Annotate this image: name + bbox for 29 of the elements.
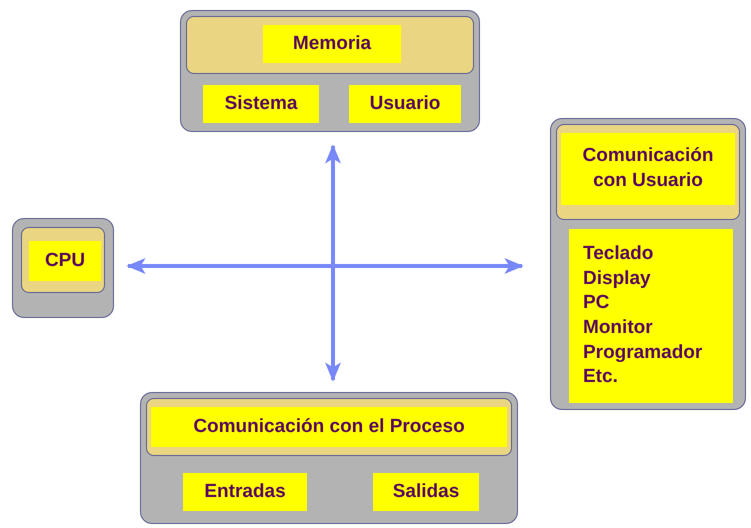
label-box xyxy=(151,407,507,447)
label-box xyxy=(263,25,401,63)
panel-box xyxy=(12,218,114,318)
label-text: CPU xyxy=(44,248,86,273)
label-text: Salidas xyxy=(392,480,460,504)
label-text: Comunicación con el Proceso xyxy=(193,414,465,439)
label-text: Monitor xyxy=(583,316,653,340)
label-text: Memoria xyxy=(292,32,372,56)
label-box xyxy=(561,133,735,205)
panel-box xyxy=(140,392,518,524)
label-box xyxy=(373,473,479,511)
label-text: Programador xyxy=(583,340,702,365)
label-text: Etc. xyxy=(583,365,618,390)
panel-box xyxy=(550,118,746,410)
label-box xyxy=(29,241,101,281)
label-text: Teclado xyxy=(583,242,654,266)
label-box xyxy=(349,85,461,123)
double-arrow xyxy=(126,258,524,274)
label-box xyxy=(183,473,307,511)
label-text: Sistema xyxy=(224,92,298,116)
label-box xyxy=(203,85,319,123)
label-text: PC xyxy=(583,291,610,316)
label-text: Comunicación con Usuario xyxy=(582,144,714,193)
label-text: Entradas xyxy=(204,480,286,504)
panel-box xyxy=(180,10,480,132)
list-box xyxy=(569,229,733,403)
double-arrow xyxy=(325,144,341,382)
label-text: Display xyxy=(583,266,651,291)
label-text: Usuario xyxy=(370,92,440,116)
